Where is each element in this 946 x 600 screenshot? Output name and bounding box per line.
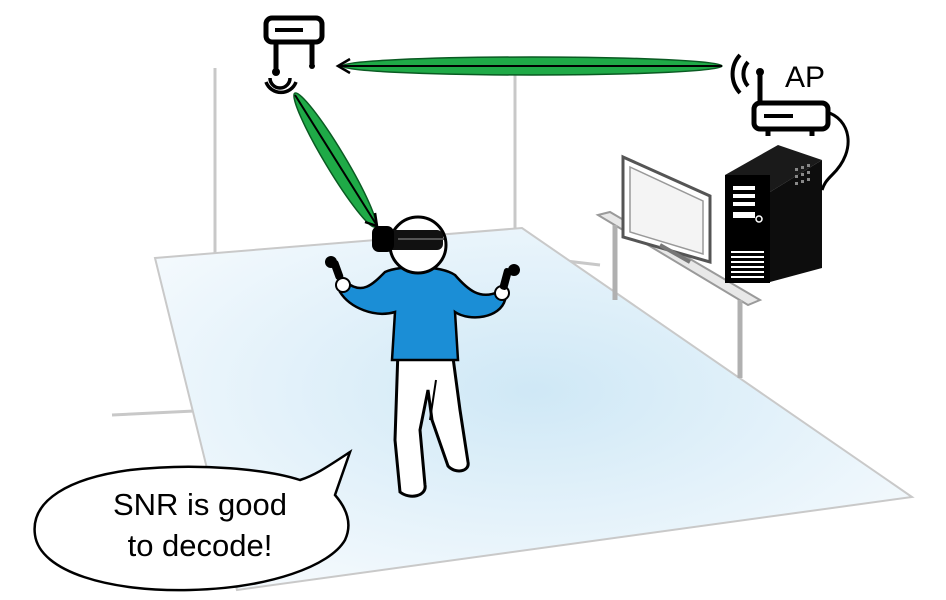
vr-controller-icon — [325, 256, 520, 290]
ap-cable — [820, 110, 850, 191]
vr-user — [325, 215, 520, 498]
monitor-icon — [621, 154, 712, 264]
ap-label: AP — [785, 61, 825, 94]
reflector-icon — [263, 15, 325, 95]
user-legs — [393, 348, 470, 498]
vr-headset-icon — [372, 226, 444, 252]
speech-bubble — [33, 448, 353, 592]
router-icon — [730, 53, 831, 136]
speech-line-1: SNR is good — [113, 487, 287, 522]
beam-reflector-to-headset — [293, 92, 379, 228]
beam-ap-to-reflector — [335, 56, 723, 76]
speech-line-2: to decode! — [128, 528, 273, 563]
computer-tower-icon — [725, 145, 822, 283]
